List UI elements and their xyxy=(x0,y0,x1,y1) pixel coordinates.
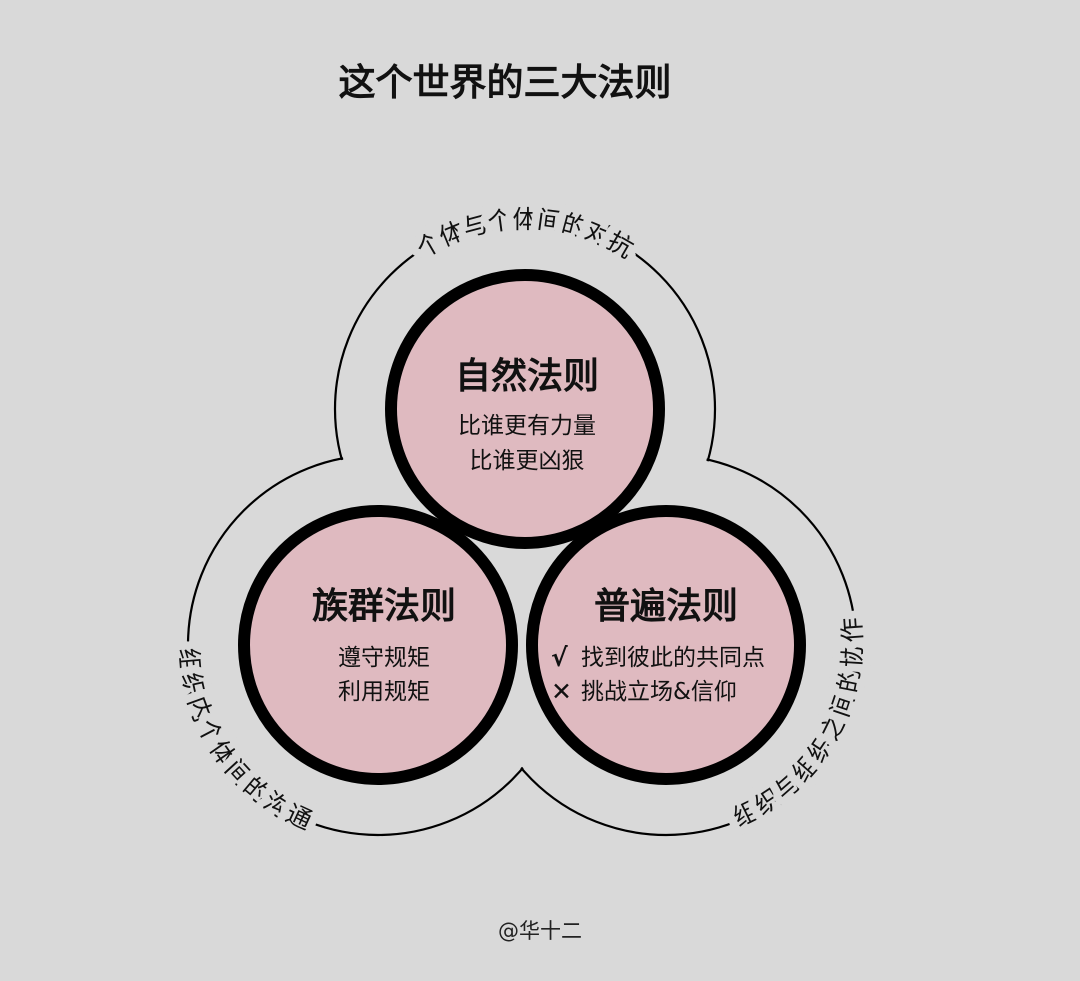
circle-item: 找到彼此的共同点 xyxy=(581,645,765,671)
circle-item: 挑战立场&信仰 xyxy=(581,679,737,705)
cross-icon: ✕ xyxy=(551,677,572,706)
circle-title: 自然法则 xyxy=(455,355,599,397)
circle-line: 比谁更凶狠 xyxy=(470,448,585,474)
check-icon: √ xyxy=(551,643,568,672)
circle-universal-law: 普遍法则 √ 找到彼此的共同点 ✕ 挑战立场&信仰 xyxy=(526,505,806,785)
circle-title: 普遍法则 xyxy=(594,585,738,627)
page-title: 这个世界的三大法则 xyxy=(339,60,672,104)
circle-line: 遵守规矩 xyxy=(338,645,430,671)
circle-group-law: 族群法则 遵守规矩 利用规矩 xyxy=(238,505,518,785)
circle-title: 族群法则 xyxy=(312,585,456,627)
circle-natural-law: 自然法则 比谁更有力量 比谁更凶狠 xyxy=(385,269,665,549)
circle-line: 利用规矩 xyxy=(338,679,430,705)
author-credit: @华十二 xyxy=(498,919,582,943)
circle-line: 比谁更有力量 xyxy=(458,413,596,439)
